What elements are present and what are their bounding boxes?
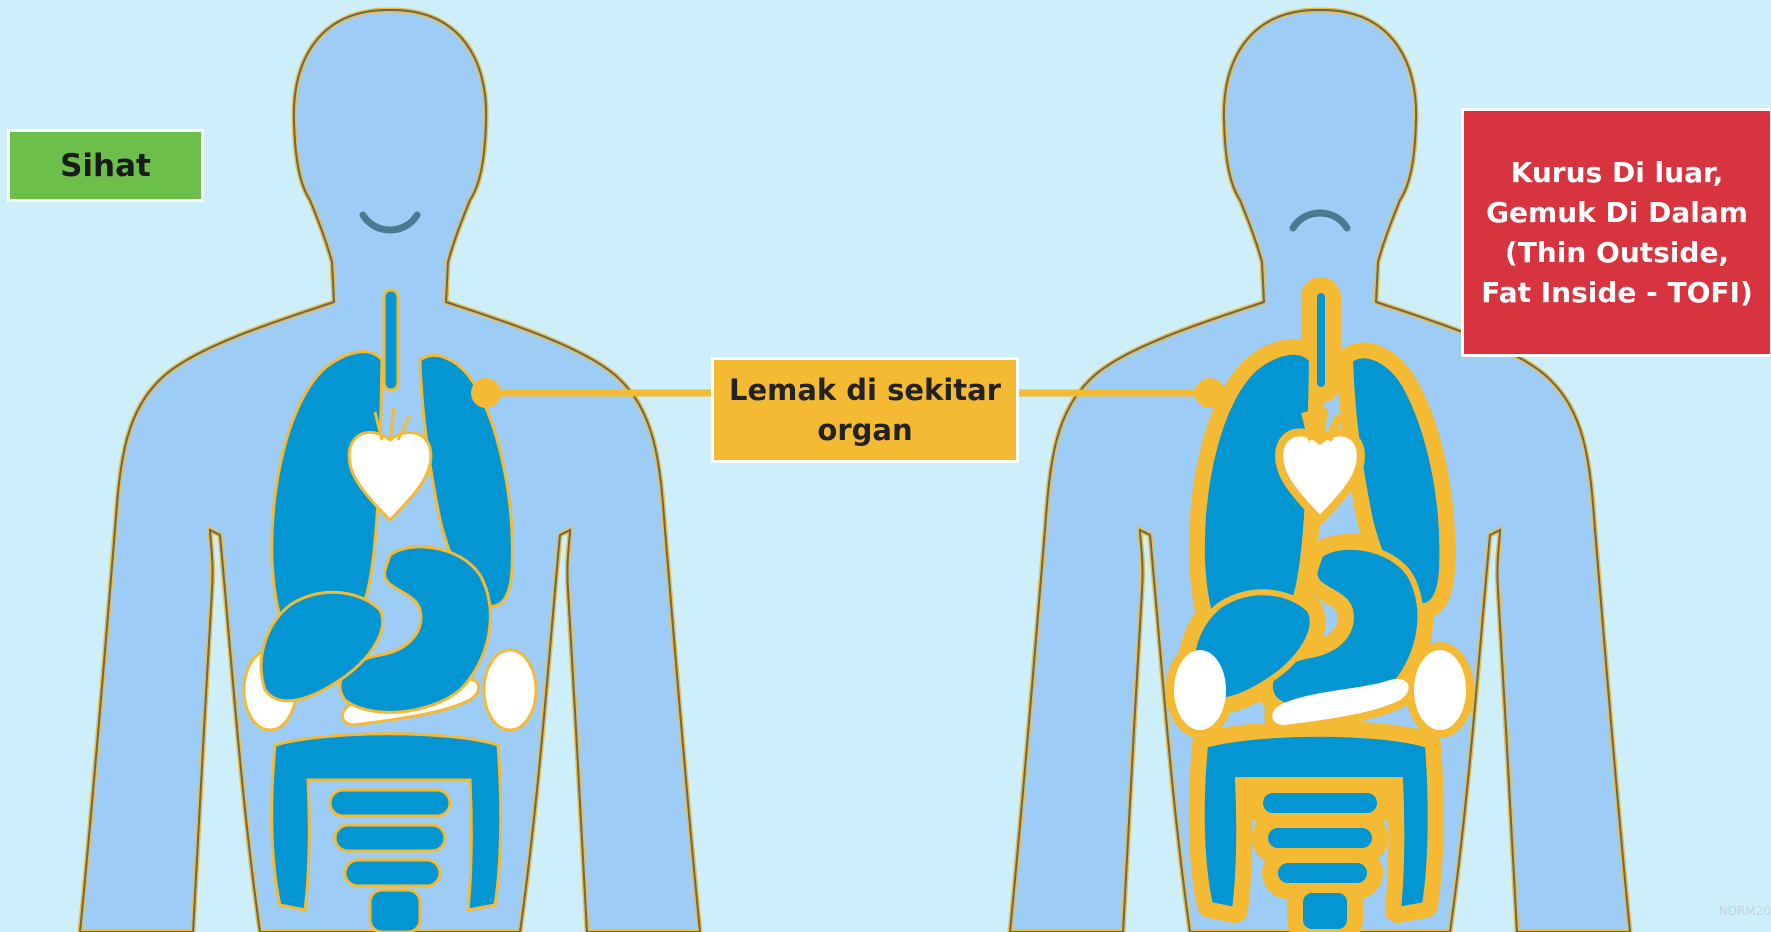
- healthy-label: Sihat: [7, 129, 204, 202]
- fat-around-organs-label: Lemak di sekitar organ: [711, 357, 1019, 463]
- watermark: NDRM20: [1719, 904, 1771, 918]
- tofi-label: Kurus Di luar, Gemuk Di Dalam (Thin Outs…: [1461, 108, 1770, 357]
